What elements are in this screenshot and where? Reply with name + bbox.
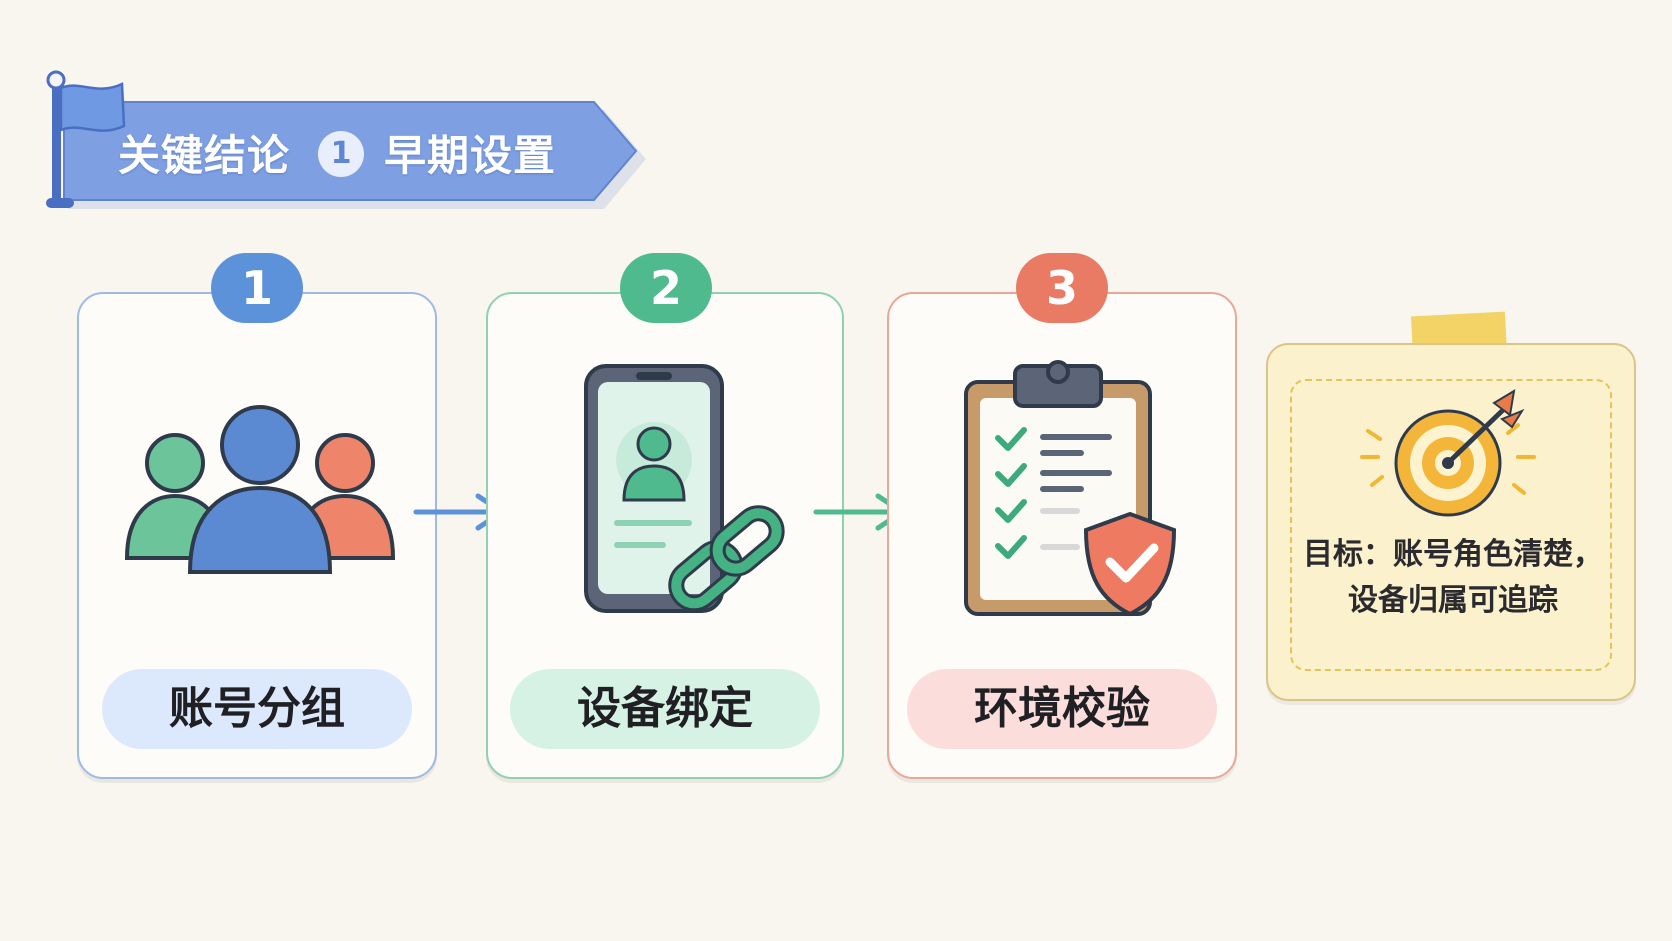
banner-number-badge: 1 (318, 131, 364, 177)
banner-title: 关键结论 (118, 131, 291, 180)
step-label: 环境校验 (907, 669, 1217, 749)
flag-banner-icon (46, 70, 646, 209)
target-arrow-icon (1360, 389, 1536, 517)
title-banner: 关键结论 1 早期设置 (0, 0, 700, 230)
step-number-badge: 1 (211, 253, 303, 323)
goal-note-card: 目标：账号角色清楚， 设备归属可追踪 (1266, 343, 1636, 701)
clipboard-shield-icon (964, 360, 1177, 617)
people-group-icon (124, 405, 396, 574)
note-goal-line-2: 设备归属可追踪 (1348, 583, 1558, 618)
step-label: 账号分组 (102, 669, 412, 749)
note-dashed-frame (1290, 379, 1612, 671)
banner-subtitle: 早期设置 (384, 131, 557, 180)
phone-link-icon (584, 364, 785, 613)
step-number-badge: 2 (620, 253, 712, 323)
step-label: 设备绑定 (510, 669, 820, 749)
note-goal-line-1: 目标：账号角色清楚， (1303, 537, 1603, 572)
step-number-badge: 3 (1016, 253, 1108, 323)
